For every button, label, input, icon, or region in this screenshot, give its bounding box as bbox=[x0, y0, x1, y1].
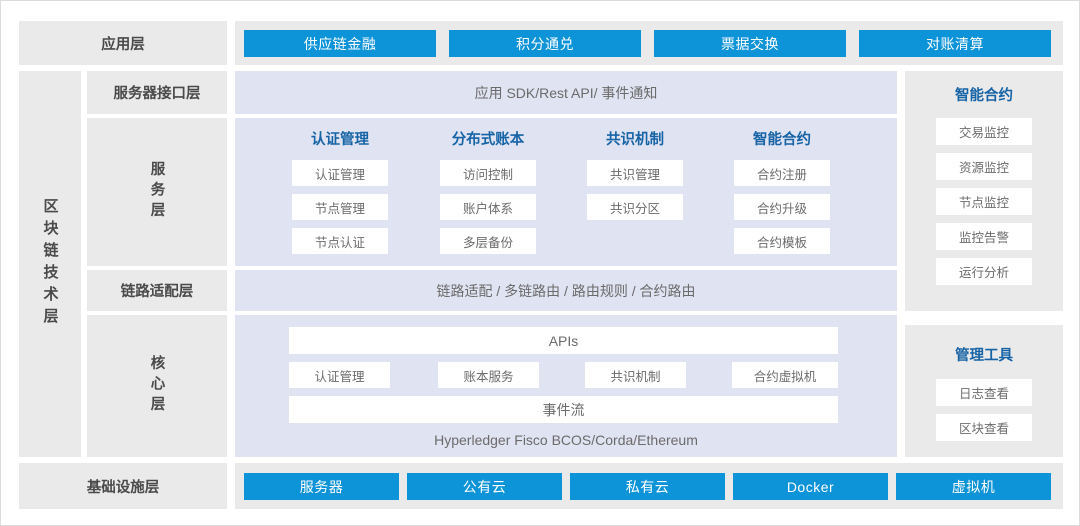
service-item-consensus-1[interactable]: 共识分区 bbox=[587, 194, 683, 220]
right-panel-smart-contract-title: 智能合约 bbox=[955, 87, 1013, 104]
link-adaptation-layer-label: 链路适配层 bbox=[120, 284, 194, 300]
app-item-points-exchange[interactable]: 积分通兑 bbox=[449, 30, 641, 57]
core-module-auth[interactable]: 认证管理 bbox=[289, 362, 390, 388]
right-panel-item-node-monitor[interactable]: 节点监控 bbox=[936, 188, 1032, 215]
right-panel-item-block-viewer[interactable]: 区块查看 bbox=[936, 414, 1032, 441]
blockchain-tech-layer-panel bbox=[19, 71, 81, 457]
core-layer-label: 核心层 bbox=[148, 355, 165, 417]
service-item-contract-1[interactable]: 合约升级 bbox=[734, 194, 830, 220]
right-panel-item-transaction-monitor[interactable]: 交易监控 bbox=[936, 118, 1032, 145]
service-item-consensus-0[interactable]: 共识管理 bbox=[587, 160, 683, 186]
core-module-contract-vm[interactable]: 合约虚拟机 bbox=[732, 362, 838, 388]
service-item-contract-2[interactable]: 合约模板 bbox=[734, 228, 830, 254]
infra-item-private-cloud[interactable]: 私有云 bbox=[570, 473, 725, 500]
right-panel-item-resource-monitor[interactable]: 资源监控 bbox=[936, 153, 1032, 180]
service-group-title-consensus: 共识机制 bbox=[606, 131, 664, 148]
application-layer-label: 应用层 bbox=[101, 36, 145, 53]
app-item-bill-exchange[interactable]: 票据交换 bbox=[654, 30, 846, 57]
service-layer-label: 服务层 bbox=[148, 161, 165, 223]
server-interface-layer-label-panel bbox=[87, 71, 227, 114]
core-event-stream-bar[interactable]: 事件流 bbox=[289, 396, 838, 423]
service-group-title-auth: 认证管理 bbox=[311, 131, 369, 148]
infra-item-docker[interactable]: Docker bbox=[733, 473, 888, 500]
service-item-auth-0[interactable]: 认证管理 bbox=[292, 160, 388, 186]
core-layer-label-panel bbox=[87, 315, 227, 457]
service-layer-label-panel bbox=[87, 118, 227, 266]
service-item-contract-0[interactable]: 合约注册 bbox=[734, 160, 830, 186]
app-item-supply-chain-finance[interactable]: 供应链金融 bbox=[244, 30, 436, 57]
service-group-title-smart-contract: 智能合约 bbox=[753, 131, 811, 148]
blockchain-tech-layer-label: 区块链技术层 bbox=[41, 198, 59, 330]
right-panel-management-tools-title: 管理工具 bbox=[955, 347, 1013, 364]
service-item-auth-2[interactable]: 节点认证 bbox=[292, 228, 388, 254]
core-module-consensus[interactable]: 共识机制 bbox=[585, 362, 686, 388]
server-interface-layer-band-text: 应用 SDK/Rest API/ 事件通知 bbox=[474, 84, 658, 101]
application-layer-label-panel bbox=[19, 21, 227, 65]
right-panel-item-log-viewer[interactable]: 日志查看 bbox=[936, 379, 1032, 406]
right-panel-item-monitor-alert[interactable]: 监控告警 bbox=[936, 223, 1032, 250]
core-apis-bar[interactable]: APIs bbox=[289, 327, 838, 354]
right-panel-item-runtime-analysis[interactable]: 运行分析 bbox=[936, 258, 1032, 285]
service-item-ledger-1[interactable]: 账户体系 bbox=[440, 194, 536, 220]
core-module-ledger-service[interactable]: 账本服务 bbox=[438, 362, 539, 388]
link-adaptation-layer-band bbox=[235, 270, 897, 311]
infrastructure-layer-label-panel bbox=[19, 463, 227, 509]
infra-item-server[interactable]: 服务器 bbox=[244, 473, 399, 500]
link-adaptation-layer-band-text: 链路适配 / 多链路由 / 路由规则 / 合约路由 bbox=[436, 282, 696, 299]
infra-item-public-cloud[interactable]: 公有云 bbox=[407, 473, 562, 500]
service-group-title-ledger: 分布式账本 bbox=[451, 131, 525, 148]
core-platform-label: Hyperledger Fisco BCOS/Corda/Ethereum bbox=[434, 432, 698, 448]
service-item-auth-1[interactable]: 节点管理 bbox=[292, 194, 388, 220]
app-item-reconciliation-settlement[interactable]: 对账清算 bbox=[859, 30, 1051, 57]
link-adaptation-layer-label-panel bbox=[87, 270, 227, 311]
service-item-ledger-0[interactable]: 访问控制 bbox=[440, 160, 536, 186]
server-interface-layer-label: 服务器接口层 bbox=[113, 86, 201, 102]
infrastructure-layer-label: 基础设施层 bbox=[86, 479, 160, 496]
infra-item-virtual-machine[interactable]: 虚拟机 bbox=[896, 473, 1051, 500]
service-item-ledger-2[interactable]: 多层备份 bbox=[440, 228, 536, 254]
server-interface-layer-band bbox=[235, 71, 897, 114]
